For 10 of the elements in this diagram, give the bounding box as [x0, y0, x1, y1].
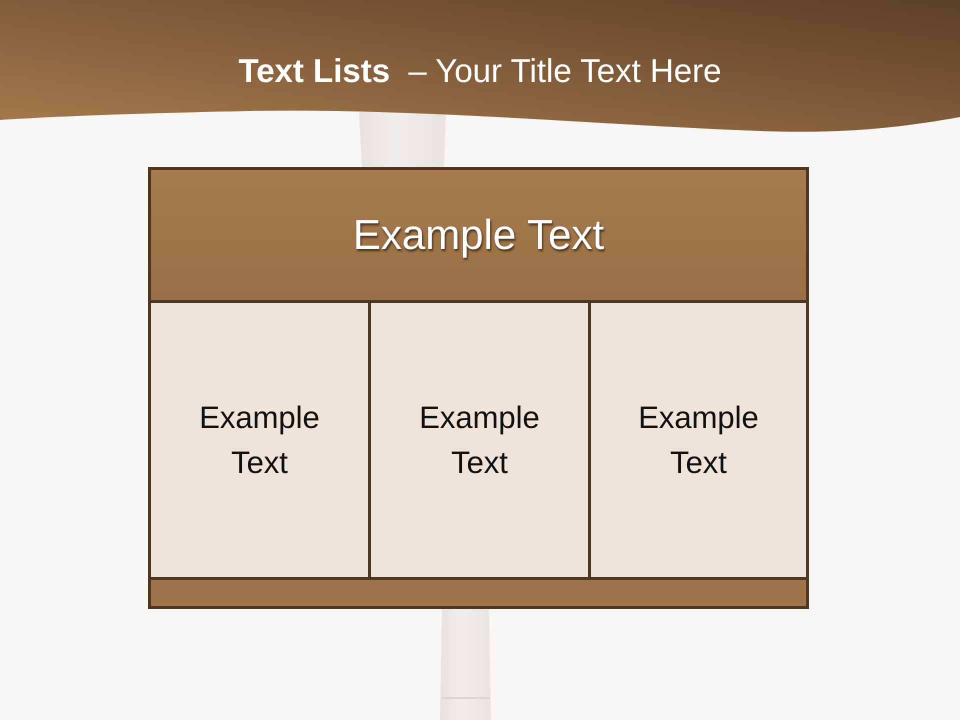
- text-panel: [148, 300, 371, 580]
- panel-text: Example Text: [198, 399, 321, 482]
- text-panel: [368, 300, 591, 580]
- heading-text: Example Text: [352, 211, 604, 259]
- footer-bar: [148, 577, 809, 609]
- slide-title: Text Lists – Your Title Text Here: [238, 52, 722, 89]
- panel-text: Example Text: [418, 399, 541, 482]
- panel-text: Example Text: [637, 399, 760, 482]
- header-bar: [148, 167, 809, 303]
- text-panel: [588, 300, 809, 580]
